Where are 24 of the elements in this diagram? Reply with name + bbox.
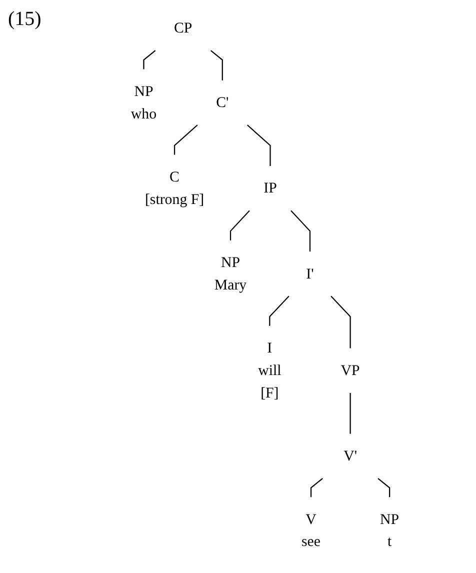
- connector: [378, 478, 390, 498]
- connector: [290, 210, 311, 252]
- node-text: C [strong F]: [144, 168, 204, 208]
- node-text: C': [216, 94, 229, 111]
- connector: [210, 50, 223, 80]
- connector: [246, 124, 271, 166]
- connector: [310, 478, 323, 498]
- connector: [269, 296, 290, 326]
- connector: [174, 124, 198, 155]
- connector: [143, 50, 156, 70]
- node-text: CP: [174, 20, 192, 36]
- node-text: IP: [264, 180, 277, 196]
- node-text: NP who: [130, 83, 157, 122]
- connector: [230, 210, 250, 240]
- connector: [350, 392, 351, 434]
- node-text: VP: [340, 362, 360, 379]
- example-number: (15): [8, 8, 42, 31]
- node-text: I': [306, 266, 314, 282]
- connector: [330, 296, 351, 348]
- node-text: NP t: [380, 511, 400, 550]
- node-text: NP Mary: [214, 254, 247, 294]
- node-text: I will [F]: [258, 340, 282, 402]
- node-text: V see: [302, 511, 321, 550]
- node-text: V': [344, 448, 358, 464]
